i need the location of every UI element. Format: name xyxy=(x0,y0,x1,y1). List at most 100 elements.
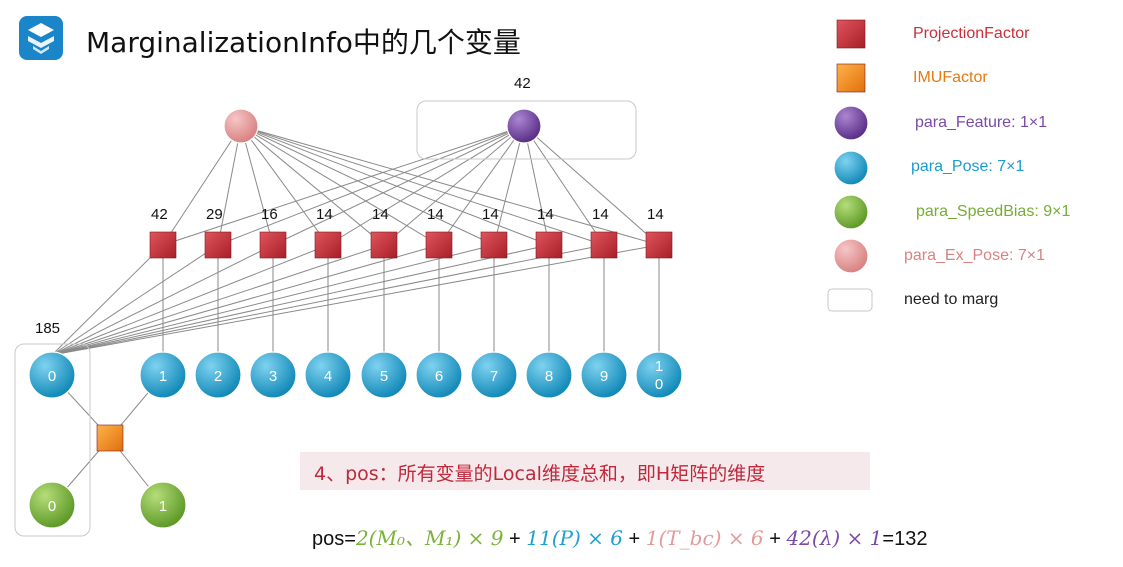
edge-line xyxy=(493,125,525,246)
pose-node xyxy=(580,351,628,399)
edge-line xyxy=(51,244,164,356)
factor-count-label: 14 xyxy=(482,206,499,223)
pose-node xyxy=(635,351,683,399)
legend-speedbias-icon xyxy=(833,194,869,230)
dimension-formula: pos=2(M₀、M₁) × 9 + 11(P) × 6 + 1(T_bc) ×… xyxy=(312,522,927,551)
edge-line xyxy=(383,125,525,246)
speedbias-node-label: 1 xyxy=(159,498,167,515)
edge-line xyxy=(240,125,274,246)
edge-line xyxy=(162,125,525,246)
legend-marg-icon xyxy=(827,288,873,312)
formula-plus-1: + xyxy=(503,528,527,550)
pose-node-label: 6 xyxy=(435,368,443,385)
legend-feature-label: para_Feature: 1×1 xyxy=(915,114,1048,131)
note-text: 4、pos：所有变量的Local维度总和，即H矩阵的维度 xyxy=(314,463,766,485)
factor-count-label: 14 xyxy=(537,206,554,223)
edge-line xyxy=(51,244,660,356)
pose-node xyxy=(525,351,573,399)
projection-factor xyxy=(314,231,342,259)
projection-factor xyxy=(149,231,177,259)
projection-factor xyxy=(204,231,232,259)
projection-factor xyxy=(590,231,618,259)
feature-count-label: 42 xyxy=(514,75,531,92)
pose-node xyxy=(360,351,408,399)
pose-node-label: 1 xyxy=(655,358,663,375)
edge-line xyxy=(51,244,440,356)
speedbias-node-label: 0 xyxy=(48,498,56,515)
legend-projection-icon xyxy=(836,19,866,49)
legend-feature-icon xyxy=(833,105,869,141)
logo-icon xyxy=(19,16,63,60)
legend-pose-icon xyxy=(833,150,869,186)
edge-line xyxy=(51,244,605,356)
projection-factor xyxy=(259,231,287,259)
edge-line xyxy=(240,125,550,246)
projection-factor xyxy=(535,231,563,259)
edge-line xyxy=(240,125,495,246)
pose-node-label: 7 xyxy=(490,368,498,385)
factor-count-label: 29 xyxy=(206,206,223,223)
legend-expose-icon xyxy=(833,238,869,274)
formula-plus-3: + xyxy=(763,528,787,550)
edge-line xyxy=(272,125,525,246)
formula-plus-2: + xyxy=(622,528,646,550)
edge-line xyxy=(240,125,440,246)
formula-speedbias-term: 2(M₀、M₁) × 9 xyxy=(355,526,504,550)
feature-node xyxy=(506,108,542,144)
edge-line xyxy=(162,125,242,246)
legend-projection-label: ProjectionFactor xyxy=(913,25,1030,42)
projection-factor xyxy=(425,231,453,259)
page-title: MarginalizationInfo中的几个变量 xyxy=(86,26,521,59)
formula-prefix: pos= xyxy=(312,528,356,550)
pose-node-label: 1 xyxy=(159,368,167,385)
factor-count-label: 16 xyxy=(261,206,278,223)
pose-node xyxy=(415,351,463,399)
legend-expose-label: para_Ex_Pose: 7×1 xyxy=(904,247,1045,264)
edge-line xyxy=(217,125,242,246)
factor-count-label: 14 xyxy=(316,206,333,223)
legend-marg-label: need to marg xyxy=(904,291,999,308)
pose-node-label: 9 xyxy=(600,368,608,385)
edge-line xyxy=(51,244,385,356)
edge-line xyxy=(240,125,605,246)
pose-node-label: 4 xyxy=(324,368,332,385)
marg-dimension-label: 185 xyxy=(35,320,61,337)
pose-node xyxy=(304,351,352,399)
pose-node-label: 0 xyxy=(655,376,663,393)
edge-line xyxy=(51,244,274,356)
factor-count-label: 14 xyxy=(372,206,389,223)
marg-box-feature xyxy=(416,100,637,160)
edge-line xyxy=(240,125,660,246)
projection-factor xyxy=(370,231,398,259)
ex-pose-node xyxy=(223,108,259,144)
projection-factor xyxy=(645,231,673,259)
pose-node-label: 5 xyxy=(380,368,388,385)
factor-count-label: 14 xyxy=(647,206,664,223)
speedbias-node xyxy=(28,481,76,529)
edge-line xyxy=(51,244,219,356)
factor-count-label: 42 xyxy=(151,206,168,223)
pose-node xyxy=(194,351,242,399)
pose-node xyxy=(470,351,518,399)
legend-imu-icon xyxy=(836,63,866,93)
edge-line xyxy=(327,125,525,246)
pose-node xyxy=(249,351,297,399)
edge-line xyxy=(51,244,495,356)
pose-node-label: 0 xyxy=(48,368,56,385)
edge-line xyxy=(523,125,660,246)
pose-node-label: 8 xyxy=(545,368,553,385)
legend-pose-label: para_Pose: 7×1 xyxy=(911,158,1025,175)
speedbias-node xyxy=(139,481,187,529)
edge-line xyxy=(51,244,329,356)
factor-count-label: 14 xyxy=(592,206,609,223)
formula-result: =132 xyxy=(882,528,928,550)
edge-line xyxy=(240,125,329,246)
pose-node-label: 2 xyxy=(214,368,222,385)
note-banner: 4、pos：所有变量的Local维度总和，即H矩阵的维度 xyxy=(300,452,870,490)
imu-factor xyxy=(96,424,124,452)
edge-line xyxy=(217,125,525,246)
edge-line xyxy=(240,125,385,246)
factor-count-label: 14 xyxy=(427,206,444,223)
projection-factor xyxy=(480,231,508,259)
